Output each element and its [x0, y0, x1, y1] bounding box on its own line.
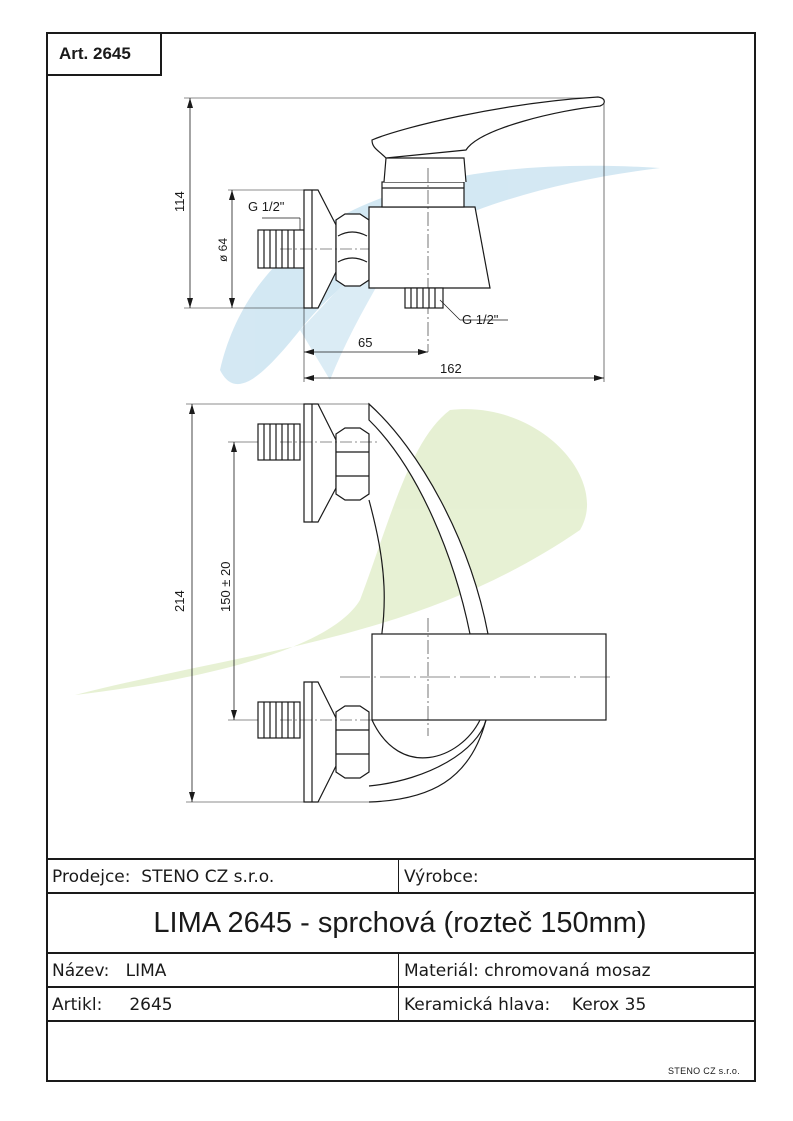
maker-cell: Výrobce: — [398, 860, 754, 894]
dim-spacing-150: 150 ± 20 — [218, 561, 233, 612]
outlet-thread — [404, 287, 444, 309]
seller-label: Prodejce: STENO CZ s.r.o. — [46, 860, 396, 894]
dim-thread-inlet: G 1/2" — [248, 199, 285, 214]
dim-length-162: 162 — [440, 361, 462, 376]
lower-hex-nut — [335, 705, 370, 779]
row-name: Název: LIMA Materiál: chromovaná mosaz — [46, 952, 754, 988]
product-title: LIMA 2645 - sprchová (rozteč 150mm) — [153, 907, 647, 939]
front-view — [186, 402, 612, 803]
top-view — [184, 96, 605, 382]
row-divider — [398, 860, 399, 894]
dim-height-214: 214 — [172, 590, 187, 612]
row-seller: Prodejce: STENO CZ s.r.o. Výrobce: — [46, 858, 754, 894]
article-number-label: Art. 2645 — [48, 34, 162, 76]
dim-diameter-64: ø 64 — [216, 238, 230, 262]
info-table: Prodejce: STENO CZ s.r.o. Výrobce: LIMA … — [46, 858, 756, 1082]
cartridge-cell: Keramická hlava: Kerox 35 — [398, 988, 754, 1022]
name-label: Název: — [52, 961, 110, 981]
article-cell: Artikl: 2645 — [46, 988, 396, 1022]
drawing-sheet: Art. 2645 — [46, 32, 756, 1082]
article-value: 2645 — [129, 995, 173, 1015]
upper-hex-nut — [335, 427, 370, 501]
lever-top — [371, 96, 605, 159]
cartridge-value: Kerox 35 — [571, 995, 647, 1015]
footer-company-mark: STENO CZ s.r.o. — [667, 1066, 740, 1076]
seller-value: STENO CZ s.r.o. — [141, 867, 275, 887]
row-divider — [398, 988, 399, 1022]
mixer-body-top — [368, 206, 491, 289]
dim-height-114: 114 — [172, 191, 187, 212]
dim-offset-65: 65 — [358, 335, 372, 350]
row-divider — [398, 954, 399, 988]
lower-escutcheon — [303, 681, 337, 803]
upper-escutcheon — [303, 403, 337, 523]
dim-thread-outlet: G 1/2" — [462, 312, 499, 327]
material-value: chromovaná mosaz — [484, 961, 651, 981]
maker-label: Výrobce: — [404, 867, 479, 887]
material-label: Materiál: — [404, 961, 479, 981]
article-label: Artikl: — [52, 995, 103, 1015]
name-value: LIMA — [125, 961, 167, 981]
material-cell: Materiál: chromovaná mosaz — [398, 954, 754, 988]
row-footer: STENO CZ s.r.o. — [46, 1020, 754, 1080]
row-article: Artikl: 2645 Keramická hlava: Kerox 35 — [46, 986, 754, 1022]
watermark-green-swoosh — [75, 409, 588, 695]
hex-nut-top — [335, 213, 370, 287]
seller-label-text: Prodejce: — [52, 867, 131, 887]
name-cell: Název: LIMA — [46, 954, 396, 988]
cartridge-label: Keramická hlava: — [404, 995, 551, 1015]
row-title: LIMA 2645 - sprchová (rozteč 150mm) — [46, 892, 754, 954]
